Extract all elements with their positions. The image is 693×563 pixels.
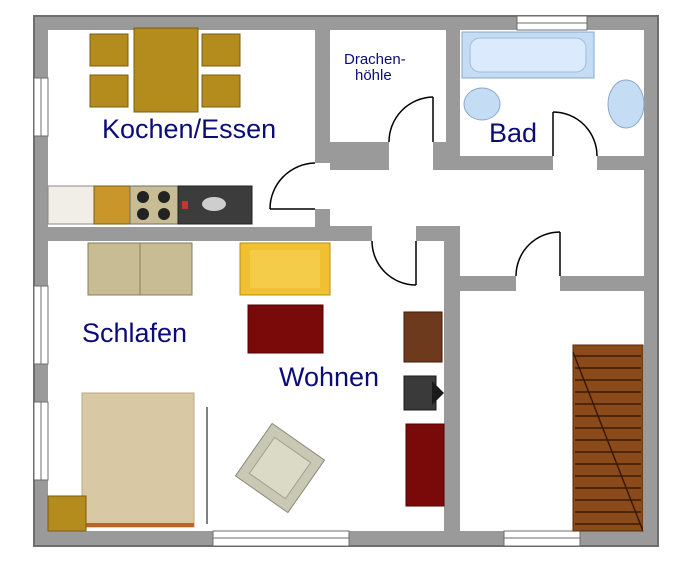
den-floor [330,30,446,142]
room-label-bedroom: Schlafen [82,318,187,348]
room-label-den: Drachen- [344,51,406,68]
counter [47,185,95,225]
stair-steps [572,351,644,532]
washbasin [607,79,645,129]
dining-table [133,27,199,113]
stove [129,185,179,225]
door-opening [372,226,416,241]
sideboard [405,423,445,507]
toilet [463,87,501,121]
hallway-right-floor [460,226,644,276]
door-opening [315,163,330,209]
burner [158,191,170,203]
tv-cabinet [403,375,437,411]
chair [89,33,129,67]
room-label-kitchen: Kochen/Essen [102,114,276,144]
cabinet [93,185,131,225]
door-swing [269,96,598,286]
door-opening [516,276,560,291]
rug [247,304,324,354]
room-label-living: Wohnen [279,362,379,392]
chair [201,74,241,108]
door-opening [389,142,433,170]
door-opening [553,156,597,170]
burner [137,191,149,203]
chair [201,33,241,67]
floor-cushion [234,422,326,514]
room-label-bath: Bad [489,118,537,148]
shelf [403,311,443,363]
burner [158,208,170,220]
tv [432,381,444,405]
stair-diagonal [572,351,644,532]
chair [89,74,129,108]
burner [137,208,149,220]
bed [81,392,195,528]
room-label-den: höhle [355,67,392,84]
hallway-floor [330,170,644,226]
nightstand [47,495,87,532]
